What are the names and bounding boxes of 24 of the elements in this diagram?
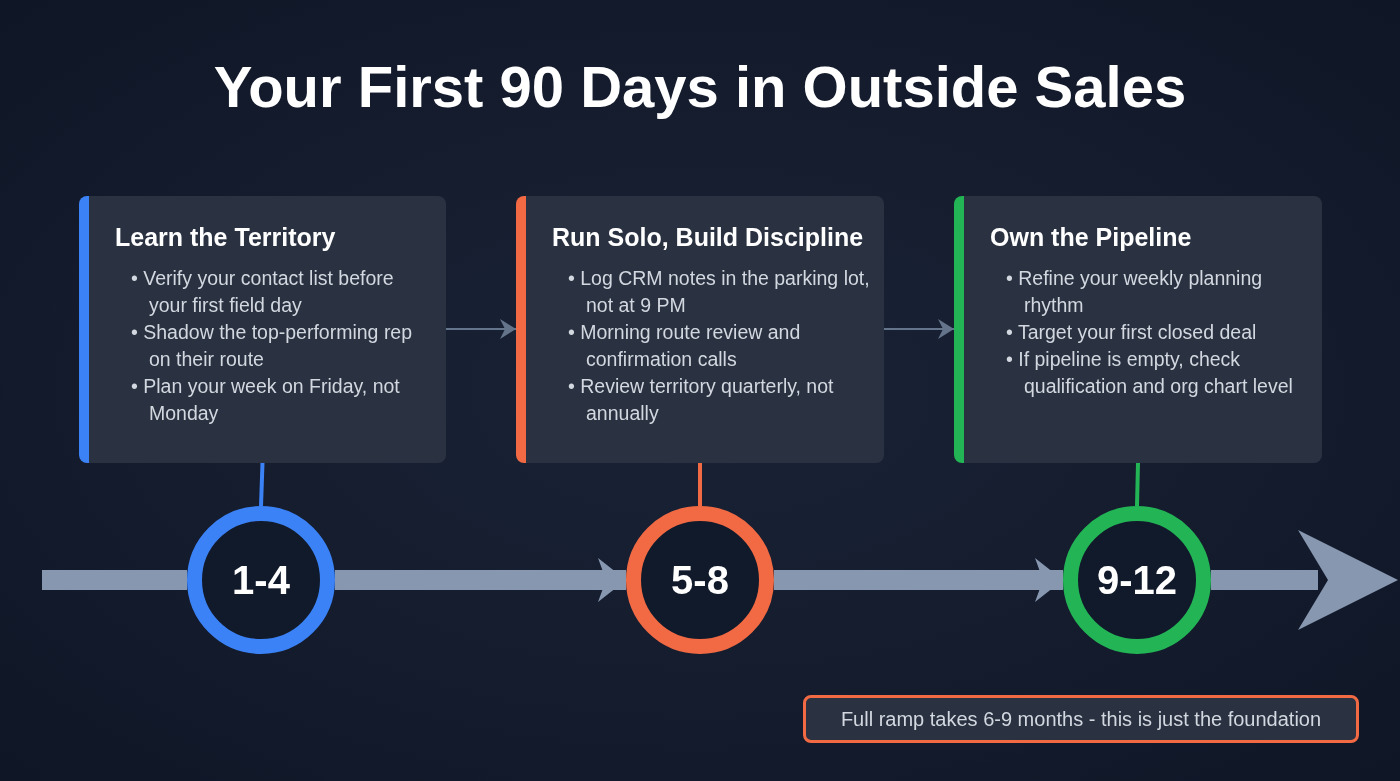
phase-card [954,196,1322,463]
phase-card [516,196,884,463]
card-heading: Learn the Territory [115,222,337,253]
bullet-item: • Log CRM notes in the parking lot, not at 9 PM [568,266,871,319]
note-box: Full ramp takes 6-9 months - this is just the foundation [803,695,1359,743]
bullet-item: • Verify your contact list before your first field day [131,266,395,319]
timeline-arrow [774,558,1063,602]
card-heading: Run Solo, Build Discipline [552,222,865,253]
bullet-item: • Refine your weekly planning rhythm [1006,266,1264,319]
bullet-item: • Review territory quarterly, not annually [568,374,835,427]
connector-line [698,463,702,506]
chevron-arrow [883,319,955,339]
timeline-arrow [335,558,626,602]
connector-line [259,462,265,507]
phase-card [79,196,446,463]
timeline-arrow [1211,530,1398,630]
bullet-item: • Morning route review and confirmation calls [568,320,802,373]
connector-line [1135,462,1140,507]
card-heading: Own the Pipeline [990,222,1193,253]
bullet-item: • Plan your week on Friday, not Monday [131,374,401,427]
bullet-item: • Shadow the top-performing rep on their route [131,320,414,373]
bullet-item: • Target your first closed deal [1006,320,1258,346]
chevron-arrow [445,319,517,339]
bullet-item: • If pipeline is empty, check qualification and org chart level [1006,347,1294,400]
